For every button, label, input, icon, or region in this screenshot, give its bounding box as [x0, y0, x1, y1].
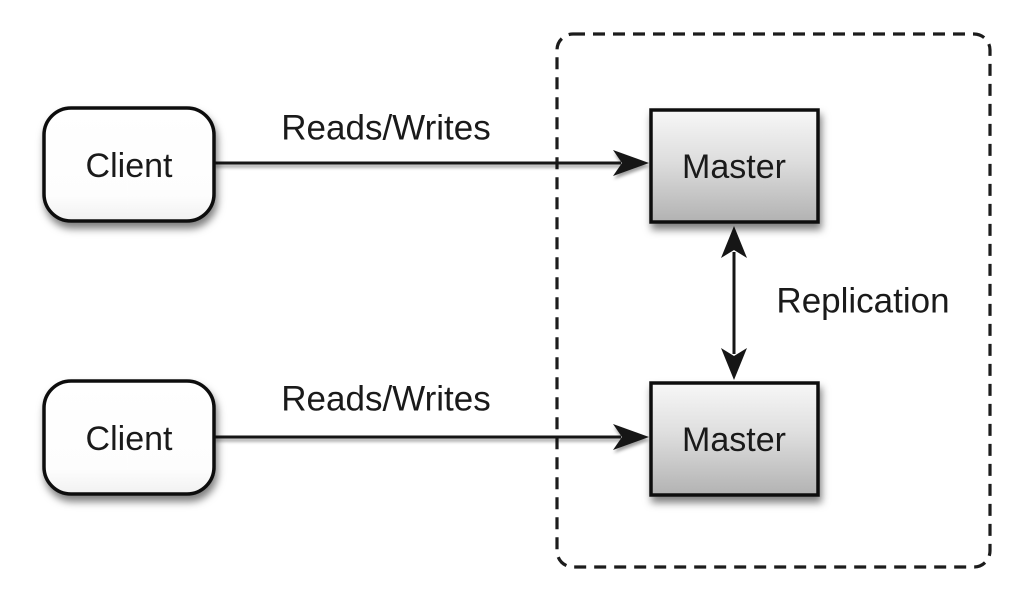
master-bottom-box	[649, 381, 820, 497]
client-bottom-label: Client	[86, 420, 173, 458]
client-top-box	[42, 106, 216, 223]
client-bottom-box	[42, 379, 216, 496]
arrowhead-up-icon	[721, 226, 747, 258]
client-bottom-node: Client	[42, 379, 216, 496]
master-bottom-node: Master	[649, 381, 820, 497]
master-top-box	[649, 108, 820, 224]
arrowhead-right-icon	[613, 424, 649, 450]
replication-cluster-boundary	[555, 32, 992, 569]
reads-writes-top-arrow	[214, 150, 649, 176]
client-top-label: Client	[86, 147, 173, 185]
client-top-node: Client	[42, 106, 216, 223]
reads-writes-bottom-label: Reads/Writes	[281, 380, 490, 419]
master-bottom-label: Master	[682, 421, 786, 459]
arrowhead-right-icon	[613, 150, 649, 176]
master-top-label: Master	[682, 148, 786, 186]
replication-label: Replication	[776, 282, 949, 321]
master-top-node: Master	[649, 108, 820, 224]
reads-writes-bottom-arrow	[214, 424, 649, 450]
arrowhead-down-icon	[721, 348, 747, 380]
replication-arrow	[721, 226, 747, 380]
reads-writes-top-label: Reads/Writes	[281, 109, 490, 148]
